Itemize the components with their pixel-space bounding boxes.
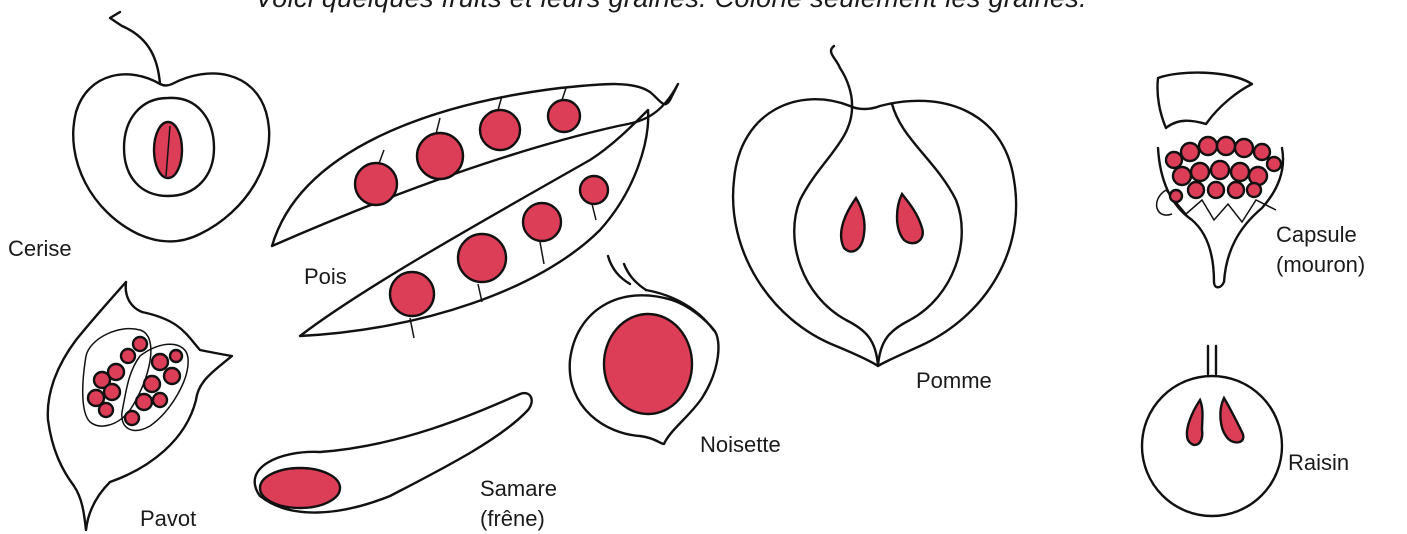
- cherry-drawing: [73, 12, 269, 242]
- label-pavot: Pavot: [140, 506, 196, 532]
- label-samare-sub: (frêne): [480, 506, 545, 532]
- grape-seed-left: [1187, 400, 1203, 445]
- pea-pod-top-half: [272, 84, 678, 246]
- hazelnut-seed: [604, 314, 692, 414]
- apple-core: [794, 104, 962, 366]
- apple-seed-left: [841, 198, 864, 252]
- pea-pod-bottom-half: [300, 110, 648, 336]
- hazelnut-drawing: [570, 256, 719, 444]
- capsule-seeds: [1166, 137, 1281, 202]
- label-pois: Pois: [304, 264, 347, 290]
- poppy-capsule-drawing: [48, 282, 232, 530]
- apple-drawing: [733, 46, 1016, 366]
- label-pomme: Pomme: [916, 368, 992, 394]
- poppy-seeds: [88, 337, 182, 425]
- apple-stem: [831, 46, 852, 104]
- label-raisin: Raisin: [1288, 450, 1349, 476]
- cherry-stem: [110, 12, 160, 84]
- apple-outline: [733, 99, 1016, 366]
- hazelnut-stalk: [608, 256, 646, 290]
- label-capsule-sub: (mouron): [1276, 252, 1365, 278]
- pea-seeds: [355, 100, 608, 316]
- grape-outline: [1142, 376, 1282, 516]
- pimpernel-capsule-drawing: [1157, 73, 1283, 288]
- capsule-lid: [1157, 73, 1252, 128]
- label-capsule: Capsule: [1276, 222, 1357, 248]
- grape-stalk: [1208, 346, 1216, 374]
- samara-seed: [260, 468, 340, 508]
- label-samare: Samare: [480, 476, 557, 502]
- label-cerise: Cerise: [8, 236, 72, 262]
- grape-drawing: [1142, 346, 1282, 516]
- label-noisette: Noisette: [700, 432, 781, 458]
- apple-seed-right: [897, 194, 923, 243]
- grape-seed-right: [1220, 398, 1243, 442]
